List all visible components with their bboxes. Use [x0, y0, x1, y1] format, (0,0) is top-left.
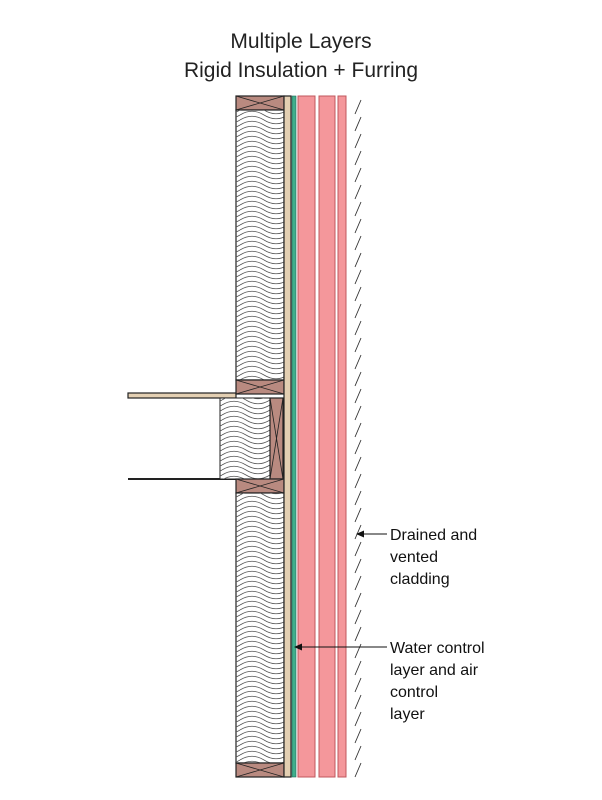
cladding-hatch-mark [354, 286, 362, 302]
title-line-1: Multiple Layers [230, 30, 371, 53]
cladding-hatch-mark [354, 745, 362, 761]
cladding-hatch-mark [354, 201, 362, 217]
cladding-hatch-mark [354, 150, 362, 166]
cladding-hatch-mark [354, 235, 362, 251]
cladding-hatch-mark [354, 371, 362, 387]
cladding-hatch-mark [354, 269, 362, 285]
callout-membrane-text-1: Water control [390, 640, 485, 657]
cladding-hatch-mark [354, 490, 362, 506]
cladding-hatch-mark [354, 116, 362, 132]
cladding-hatch-mark [354, 541, 362, 557]
cladding-hatch-mark [354, 728, 362, 744]
callout-cladding-text-1: Drained and [390, 527, 477, 544]
lower-wall-framing [235, 478, 285, 778]
cladding-hatch-mark [354, 388, 362, 404]
cladding-hatch-mark [354, 456, 362, 472]
cladding-hatch-mark [354, 507, 362, 523]
title-line-2: Rigid Insulation + Furring [184, 59, 418, 82]
callout-membrane-arrowhead [294, 643, 302, 651]
cladding-hatch-mark [354, 320, 362, 336]
callout-cladding-text-2: vented [390, 549, 438, 566]
cladding-hatch-mark [354, 473, 362, 489]
callout-membrane-text-3: control [390, 684, 438, 701]
furring-strip [337, 95, 347, 778]
callout-membrane-text-2: layer and air [390, 662, 479, 679]
cladding-hatch-mark [354, 405, 362, 421]
membrane-layer [291, 95, 297, 778]
cladding-hatch-mark [354, 575, 362, 591]
callout-cladding-text-3: cladding [390, 571, 450, 588]
cladding-hatch-mark [354, 184, 362, 200]
cladding-hatch-mark [354, 354, 362, 370]
cladding-hatch-mark [354, 711, 362, 727]
cladding-hatch-mark [354, 694, 362, 710]
cladding-hatch-mark [354, 99, 362, 115]
cladding-hatch-mark [354, 422, 362, 438]
cladding-hatch-mark [354, 677, 362, 693]
callout-membrane-text-4: layer [390, 706, 425, 723]
subfloor [127, 392, 237, 399]
cladding-hatch-mark [354, 167, 362, 183]
callout-membrane: Water control layer and air control laye… [294, 640, 485, 723]
cladding-hatch-mark [354, 337, 362, 353]
rigid-insulation-layer-1 [297, 95, 316, 778]
rigid-insulation-layer-2 [318, 95, 336, 778]
floor-assembly [127, 392, 284, 480]
upper-wall-framing [235, 95, 285, 395]
cladding-hatch-mark [354, 762, 362, 778]
cladding-hatch-mark [354, 660, 362, 676]
cladding-hatch-mark [354, 303, 362, 319]
cladding-hatch-mark [354, 439, 362, 455]
cladding-hatch-mark [354, 218, 362, 234]
callout-cladding-arrowhead [356, 530, 364, 538]
cladding-hatch-mark [354, 643, 362, 659]
cladding-hatch-mark [354, 558, 362, 574]
cladding-hatch-mark [354, 592, 362, 608]
cladding-hatch-mark [354, 626, 362, 642]
callout-cladding: Drained and vented cladding [356, 527, 477, 588]
cladding-hatch-mark [354, 133, 362, 149]
wall-sheathing [283, 95, 292, 778]
cladding-hatch-mark [354, 609, 362, 625]
cladding-hatch-mark [354, 252, 362, 268]
cladding-hatch-mark [354, 524, 362, 540]
cladding-hatching [354, 99, 362, 778]
